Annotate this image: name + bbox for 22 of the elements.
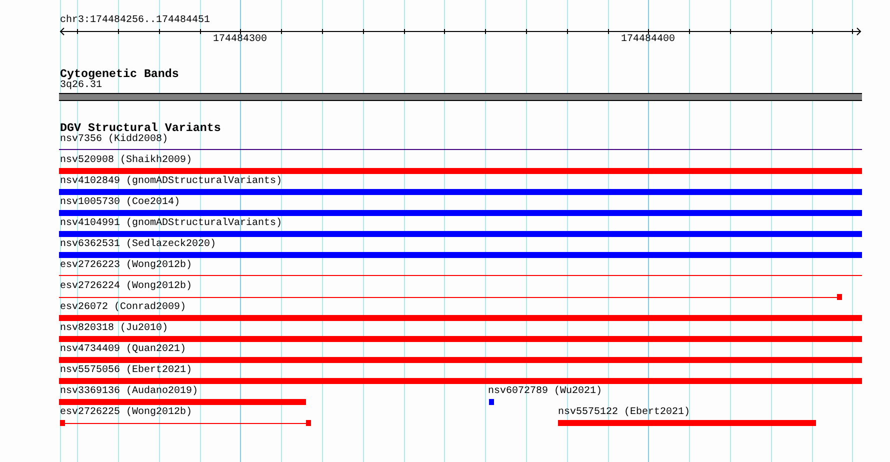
feature-label: nsv520908 (Shaikh2009) — [60, 155, 192, 167]
feature-label: nsv5575122 (Ebert2021) — [558, 407, 690, 419]
feature-label: nsv4734409 (Quan2021) — [60, 344, 186, 356]
feature-label: esv2726224 (Wong2012b) — [60, 281, 192, 293]
track-title: DGV Structural Variants — [60, 121, 221, 135]
feature-label: nsv6362531 (Sedlazeck2020) — [60, 239, 216, 251]
feature-label: esv2726223 (Wong2012b) — [60, 260, 192, 272]
feature-label: nsv1005730 (Coe2014) — [60, 197, 180, 209]
feature-label: nsv4104991 (gnomADStructuralVariants) — [60, 218, 282, 230]
feature-label: nsv5575056 (Ebert2021) — [60, 365, 192, 377]
tick-label: 174484300 — [213, 34, 268, 46]
feature-label: nsv4102849 (gnomADStructuralVariants) — [60, 176, 282, 188]
feature-label: nsv7356 (Kidd2008) — [60, 134, 168, 146]
band-label: 3q26.31 — [60, 80, 102, 92]
coordinate-range: chr3:174484256..174484451 — [60, 15, 210, 27]
feature-label: nsv6072789 (Wu2021) — [488, 386, 602, 398]
feature-label: nsv3369136 (Audano2019) — [60, 386, 198, 398]
feature-label: nsv820318 (Ju2010) — [60, 323, 168, 335]
tick-label: 174484400 — [621, 34, 676, 46]
feature-label: esv2726225 (Wong2012b) — [60, 407, 192, 419]
feature-label: esv26072 (Conrad2009) — [60, 302, 186, 314]
track-title: Cytogenetic Bands — [60, 67, 179, 81]
